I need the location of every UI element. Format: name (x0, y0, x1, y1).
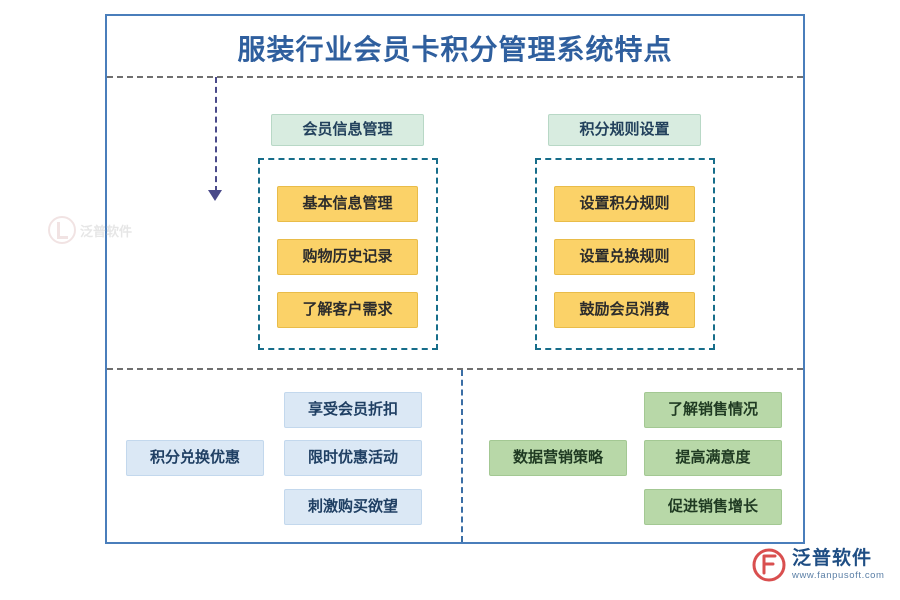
divider-vertical-left (215, 77, 217, 192)
points-exchange-item-2[interactable]: 限时优惠活动 (284, 440, 422, 476)
brand-logo-url: www.fanpusoft.com (792, 570, 885, 582)
member-info-header[interactable]: 会员信息管理 (271, 114, 424, 146)
brand-logo-name: 泛普软件 (792, 548, 873, 570)
page-title: 服装行业会员卡积分管理系统特点 (237, 34, 673, 65)
divider-vertical-lower (461, 370, 463, 542)
brand-logo: 泛普软件 www.fanpusoft.com (752, 548, 885, 582)
data-marketing-item-1[interactable]: 了解销售情况 (644, 392, 782, 428)
points-exchange-header[interactable]: 积分兑换优惠 (126, 440, 264, 476)
data-marketing-item-3[interactable]: 促进销售增长 (644, 489, 782, 525)
diagram-frame (105, 14, 805, 544)
data-marketing-header[interactable]: 数据营销策略 (489, 440, 627, 476)
points-exchange-item-3[interactable]: 刺激购买欲望 (284, 489, 422, 525)
watermark-logo-icon (48, 216, 76, 244)
points-exchange-item-1[interactable]: 享受会员折扣 (284, 392, 422, 428)
arrow-down-icon (208, 190, 222, 201)
data-marketing-item-2[interactable]: 提高满意度 (644, 440, 782, 476)
member-info-group-box (258, 158, 438, 350)
points-rules-header[interactable]: 积分规则设置 (548, 114, 701, 146)
member-info-item-3[interactable]: 了解客户需求 (277, 292, 418, 328)
member-info-item-1[interactable]: 基本信息管理 (277, 186, 418, 222)
divider-middle (107, 368, 803, 370)
divider-top (107, 76, 803, 78)
member-info-item-2[interactable]: 购物历史记录 (277, 239, 418, 275)
watermark: 泛普软件 (48, 210, 158, 250)
points-rules-item-3[interactable]: 鼓励会员消费 (554, 292, 695, 328)
points-rules-item-2[interactable]: 设置兑换规则 (554, 239, 695, 275)
points-rules-item-1[interactable]: 设置积分规则 (554, 186, 695, 222)
brand-logo-icon (752, 548, 786, 582)
points-rules-group-box (535, 158, 715, 350)
watermark-text: 泛普软件 (80, 223, 133, 239)
